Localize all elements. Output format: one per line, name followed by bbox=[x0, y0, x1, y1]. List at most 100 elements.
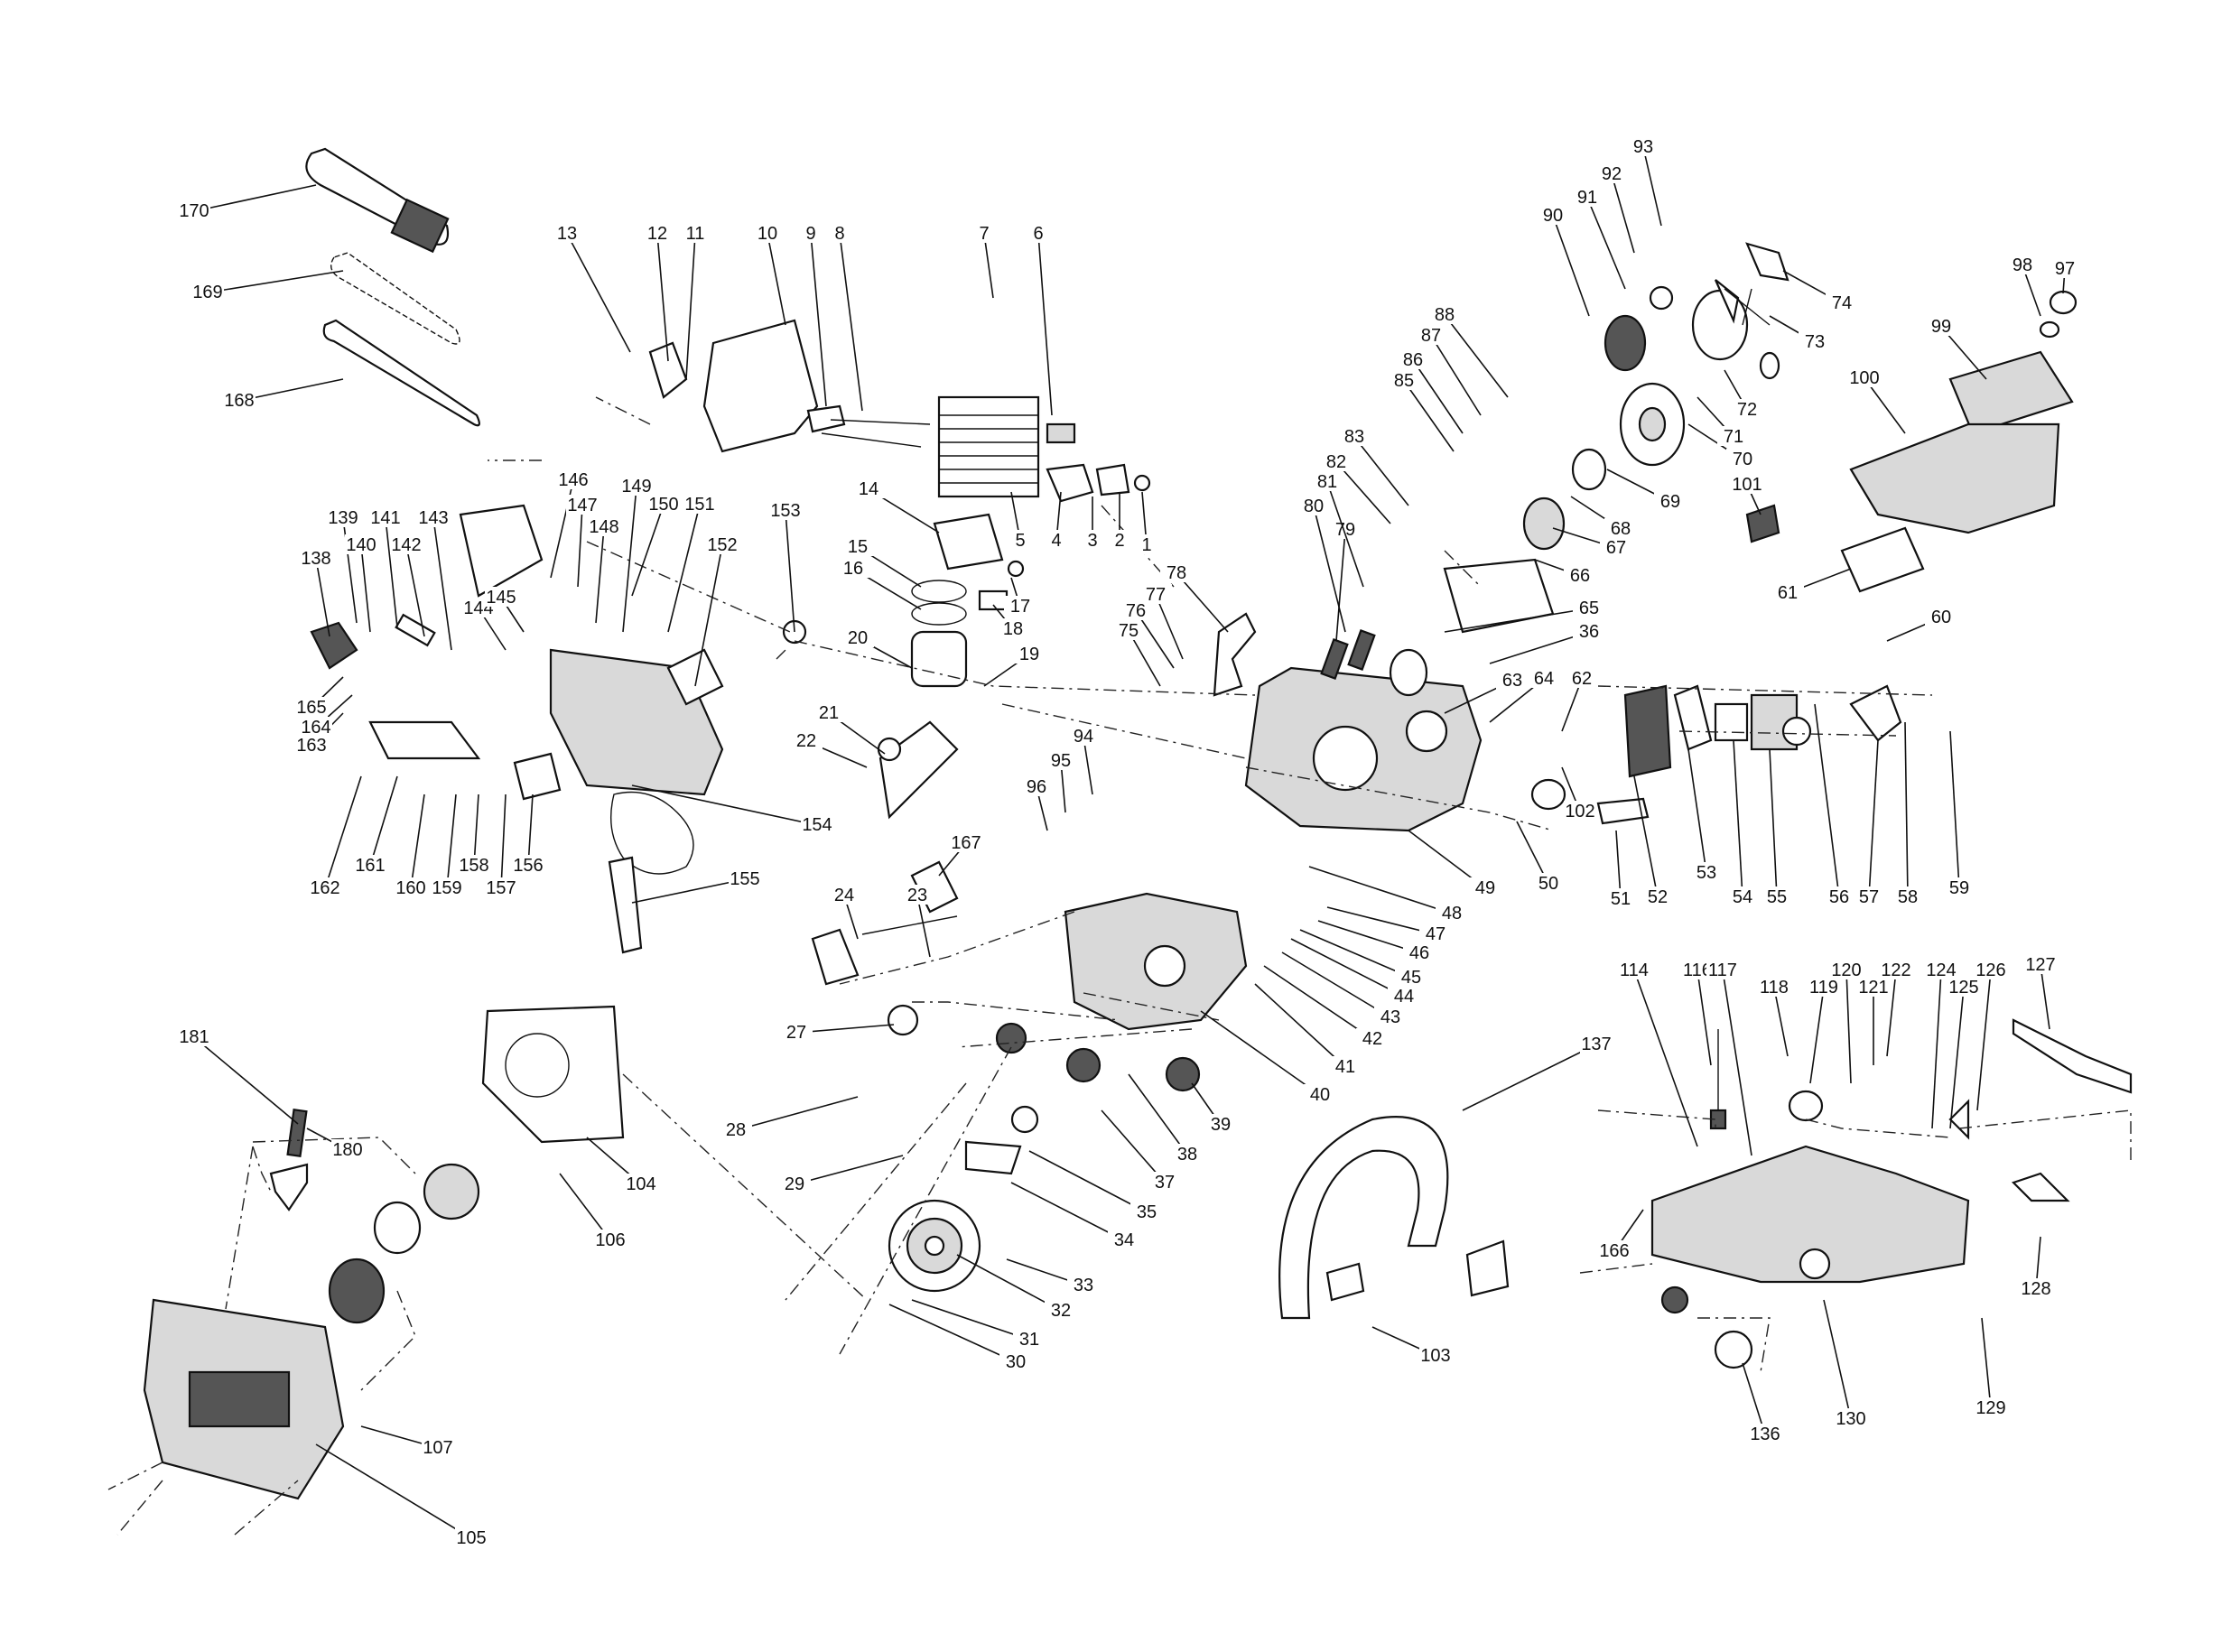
part-number-label: 126 bbox=[1975, 961, 2005, 980]
part-number-label: 88 bbox=[1435, 305, 1455, 325]
part-number-label: 98 bbox=[2013, 255, 2032, 275]
part-number-label: 30 bbox=[1006, 1352, 1026, 1372]
part-number-label: 142 bbox=[391, 535, 421, 555]
part-number-label: 119 bbox=[1809, 978, 1838, 998]
part-number-label: 17 bbox=[1010, 597, 1030, 617]
leader-line bbox=[1128, 630, 1161, 687]
label-background bbox=[1171, 1144, 1204, 1164]
label-background bbox=[823, 223, 856, 243]
part-number-label: 77 bbox=[1146, 585, 1166, 605]
label-background bbox=[345, 534, 377, 554]
part-number-label: 102 bbox=[1565, 802, 1594, 821]
label-background bbox=[309, 877, 341, 897]
label-background bbox=[1749, 1424, 1781, 1443]
part-number-label: 93 bbox=[1633, 137, 1653, 157]
leader-line bbox=[1886, 970, 1897, 1057]
part-number-label: 137 bbox=[1581, 1035, 1611, 1054]
leader-line bbox=[631, 504, 665, 597]
leader-line bbox=[1809, 987, 1825, 1084]
label-background bbox=[1356, 1028, 1389, 1048]
leader-line bbox=[1101, 1109, 1166, 1183]
part-number-label: 6 bbox=[1033, 224, 1043, 244]
leader-line bbox=[1326, 481, 1364, 588]
label-background bbox=[1925, 316, 1957, 336]
leader-line bbox=[1155, 594, 1184, 660]
crankshaft-part bbox=[878, 720, 959, 820]
guide-bar-part bbox=[322, 319, 480, 427]
leader-line bbox=[559, 1173, 611, 1241]
leader-line bbox=[767, 233, 786, 326]
leader-line bbox=[1028, 1150, 1148, 1213]
part-number-label: 79 bbox=[1335, 520, 1355, 540]
leader-line bbox=[1308, 866, 1453, 914]
label-background bbox=[1436, 903, 1468, 923]
leader-line bbox=[1128, 1073, 1188, 1155]
part-number-label: 66 bbox=[1570, 566, 1590, 586]
leader-line bbox=[1083, 736, 1093, 795]
part-number-label: 53 bbox=[1696, 863, 1716, 883]
leader-line bbox=[1904, 721, 1909, 898]
label-background bbox=[1329, 1056, 1362, 1076]
part-number-label: 32 bbox=[1051, 1301, 1071, 1321]
label-background bbox=[999, 1351, 1032, 1371]
part-number-label: 180 bbox=[332, 1140, 362, 1160]
part-number-label: 125 bbox=[1948, 978, 1978, 998]
label-background bbox=[769, 500, 802, 520]
label-background bbox=[1045, 1300, 1077, 1320]
leader-line bbox=[656, 233, 669, 362]
part-number-label: 7 bbox=[979, 224, 989, 244]
label-background bbox=[1397, 349, 1429, 369]
part-number-label: 24 bbox=[834, 886, 854, 905]
part-number-label: 121 bbox=[1858, 978, 1888, 998]
part-number-label: 68 bbox=[1611, 519, 1631, 539]
label-background bbox=[1573, 621, 1605, 641]
part-number-label: 49 bbox=[1475, 878, 1495, 898]
leader-line bbox=[1633, 775, 1659, 898]
label-background bbox=[1925, 607, 1957, 626]
label-background bbox=[1726, 449, 1759, 469]
label-background bbox=[1329, 519, 1362, 539]
part-number-label: 161 bbox=[355, 856, 385, 876]
part-number-label: 128 bbox=[2021, 1279, 2050, 1299]
leader-line bbox=[839, 233, 863, 412]
label-background bbox=[2020, 1278, 2052, 1298]
part-number-label: 147 bbox=[567, 496, 597, 515]
label-background bbox=[588, 516, 620, 536]
part-number-label: 120 bbox=[1831, 961, 1861, 980]
leader-line bbox=[1949, 730, 1960, 889]
label-background bbox=[1103, 530, 1136, 550]
leader-line bbox=[1823, 1299, 1852, 1420]
leader-line bbox=[694, 544, 723, 687]
part-number-label: 18 bbox=[1003, 619, 1023, 639]
part-number-label: 158 bbox=[459, 856, 488, 876]
label-background bbox=[2024, 954, 2057, 974]
part-number-label: 67 bbox=[1606, 538, 1626, 558]
label-background bbox=[1758, 977, 1790, 997]
label-background bbox=[1320, 451, 1353, 471]
leader-line bbox=[500, 794, 507, 889]
part-number-label: 124 bbox=[1926, 961, 1956, 980]
label-background bbox=[390, 534, 423, 554]
carburetor-part bbox=[1530, 684, 1902, 825]
label-background bbox=[641, 223, 674, 243]
label-background bbox=[1067, 1275, 1100, 1295]
leader-line bbox=[324, 775, 362, 889]
part-number-label: 162 bbox=[310, 878, 339, 898]
rear-handle-part bbox=[1650, 1145, 1970, 1284]
part-number-label: 27 bbox=[786, 1023, 806, 1043]
leader-line bbox=[810, 233, 827, 407]
front-handle-part bbox=[1278, 1116, 1449, 1320]
left-side-parts bbox=[310, 504, 807, 954]
part-number-label: 3 bbox=[1087, 531, 1097, 551]
part-number-label: 9 bbox=[805, 224, 815, 244]
leader-line bbox=[1403, 380, 1455, 452]
label-background bbox=[1160, 562, 1193, 582]
leader-line bbox=[193, 184, 317, 212]
leader-line bbox=[1742, 1362, 1766, 1435]
part-number-label: 170 bbox=[179, 201, 209, 221]
part-number-label: 107 bbox=[423, 1438, 452, 1458]
label-background bbox=[331, 1139, 364, 1159]
label-background bbox=[1148, 1172, 1181, 1192]
part-number-label: 141 bbox=[370, 508, 400, 528]
